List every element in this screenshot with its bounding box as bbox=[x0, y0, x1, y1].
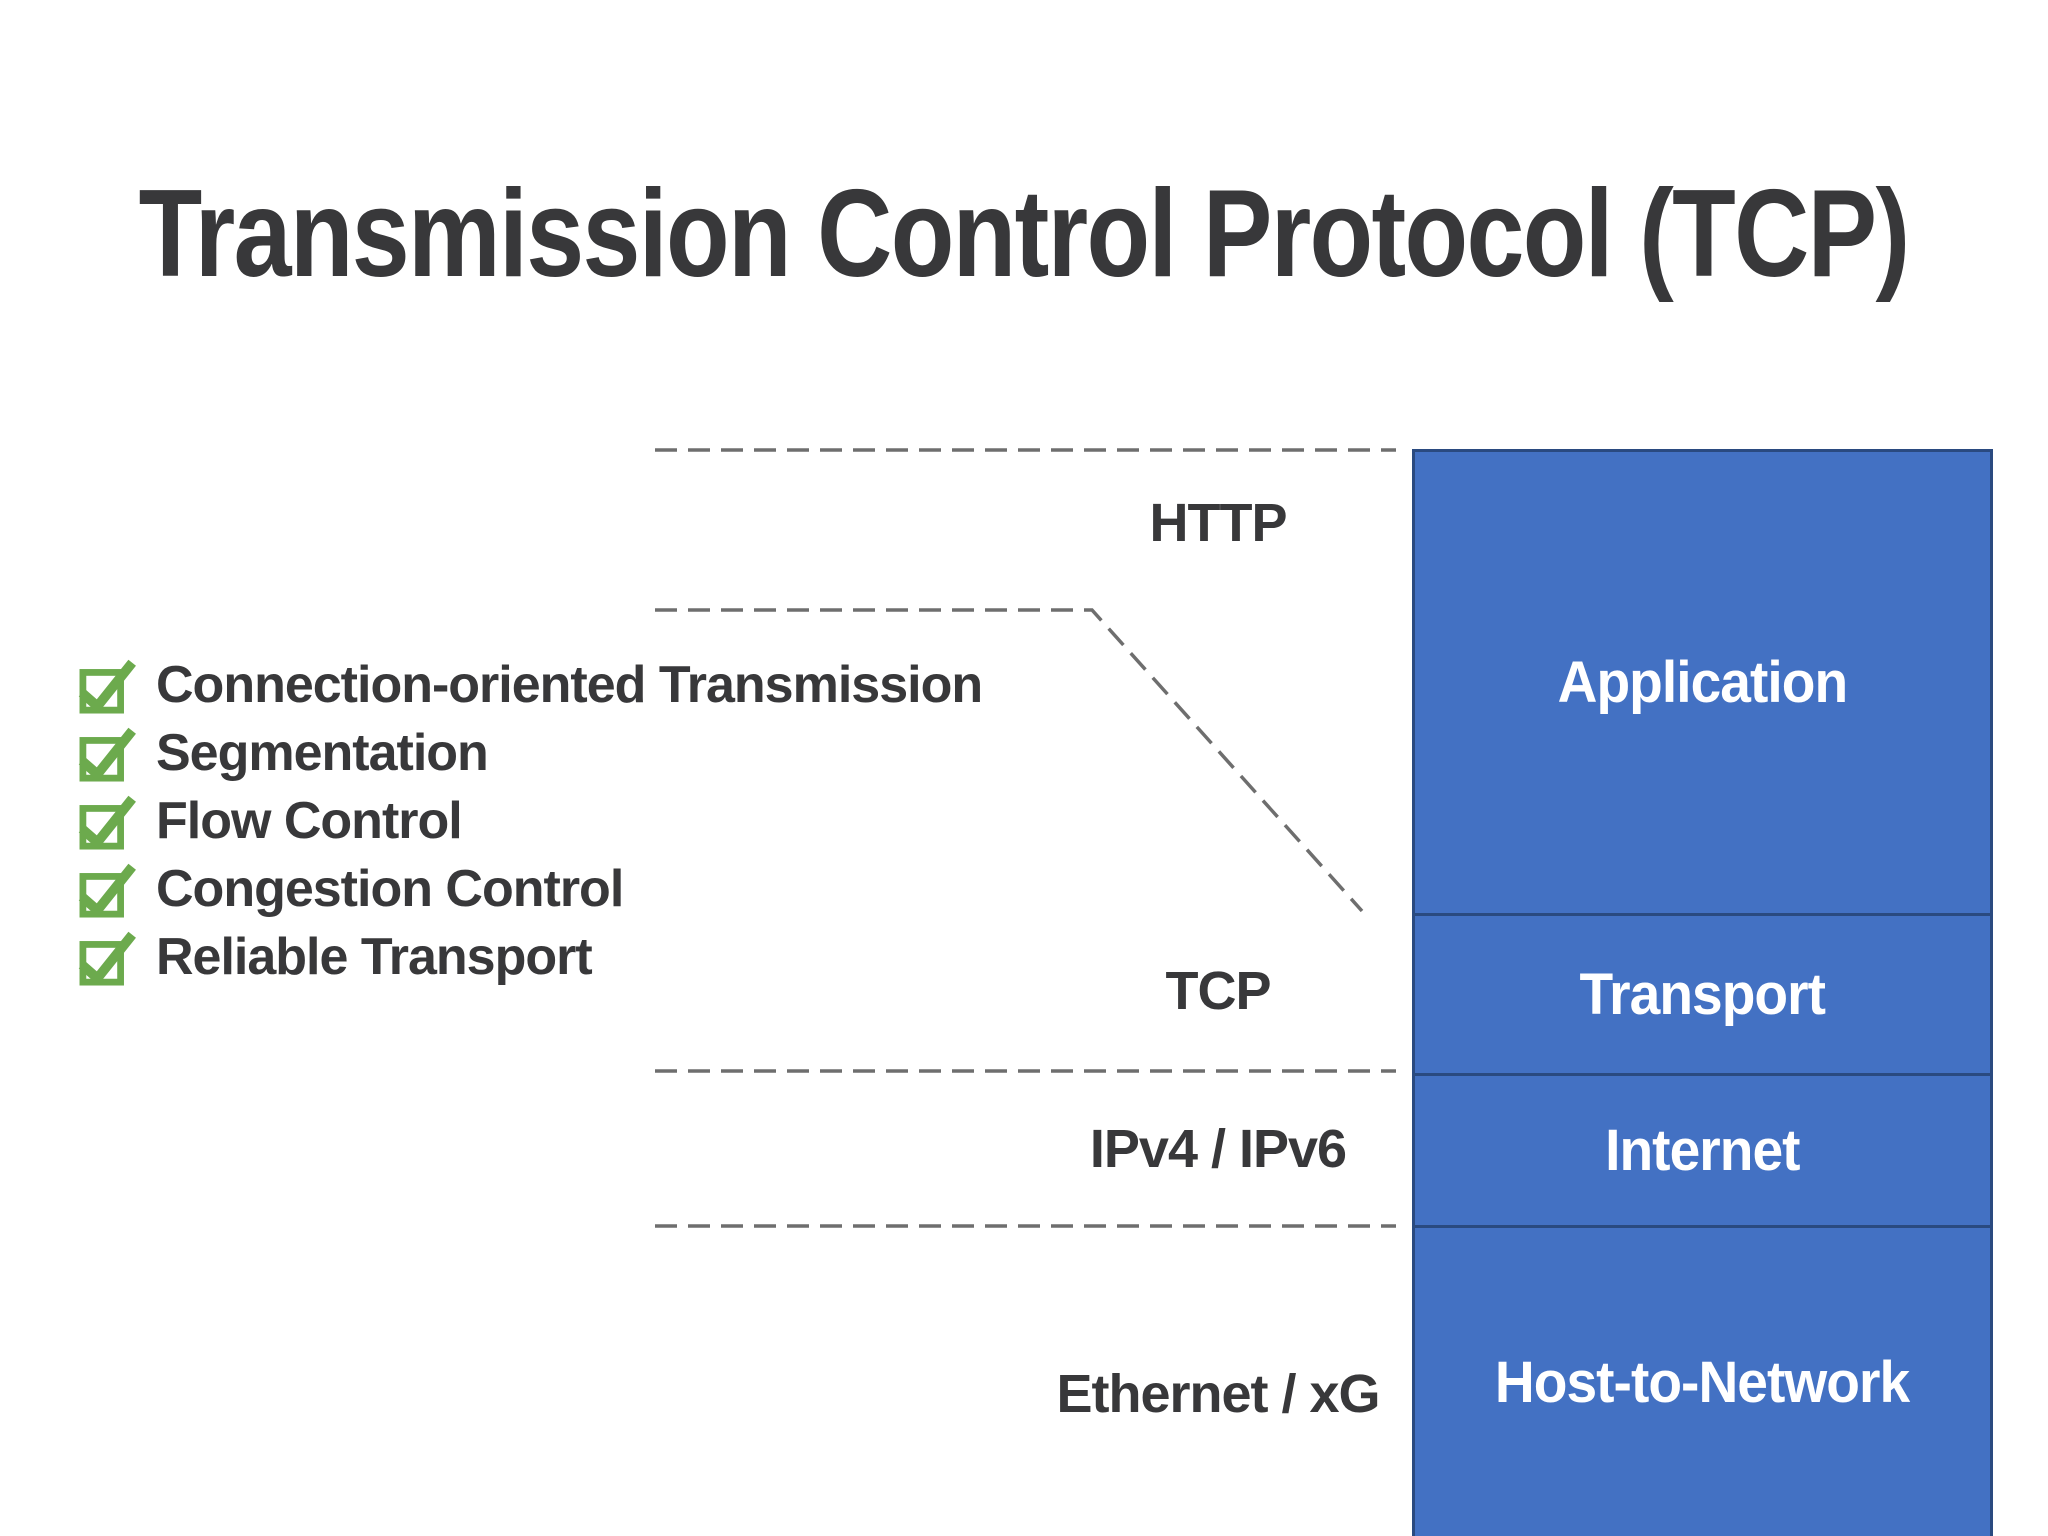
checklist-item-label: Segmentation bbox=[156, 724, 489, 782]
protocol-label-tcp: TCP bbox=[1165, 961, 1272, 1021]
checklist-item: Reliable Transport bbox=[78, 923, 1078, 991]
protocol-label-http: HTTP bbox=[1149, 493, 1288, 553]
checklist-item-label: Reliable Transport bbox=[156, 928, 593, 986]
protocol-label-ethernet-xg: Ethernet / xG bbox=[1056, 1364, 1380, 1424]
checked-checkbox-icon bbox=[78, 727, 136, 782]
stack-layer-application: Application bbox=[1415, 452, 1990, 913]
stack-layer-internet: Internet bbox=[1415, 1073, 1990, 1225]
checklist-item: Congestion Control bbox=[78, 855, 1078, 923]
checked-checkbox-icon bbox=[78, 795, 136, 850]
checklist-item: Flow Control bbox=[78, 787, 1078, 855]
stack-layer-label: Transport bbox=[1579, 962, 1827, 1027]
checked-checkbox-icon bbox=[78, 863, 136, 918]
stack-layer-label: Host-to-Network bbox=[1495, 1349, 1910, 1415]
checklist-item-label: Connection-oriented Transmission bbox=[156, 656, 983, 714]
checklist-item-label: Flow Control bbox=[156, 792, 463, 850]
checklist-item-label: Congestion Control bbox=[156, 860, 624, 918]
protocol-label-ipv4-ipv6: IPv4 / IPv6 bbox=[1089, 1119, 1347, 1179]
stack-layer-host-to-network: Host-to-Network bbox=[1415, 1225, 1990, 1536]
stack-layer-label: Application bbox=[1557, 650, 1848, 715]
stack-layer-label: Internet bbox=[1605, 1118, 1800, 1183]
checklist-item: Connection-oriented Transmission bbox=[78, 651, 1078, 719]
checked-checkbox-icon bbox=[78, 931, 136, 986]
stack-layer-transport: Transport bbox=[1415, 913, 1990, 1073]
checked-checkbox-icon bbox=[78, 659, 136, 714]
checklist: Connection-oriented Transmission Segment… bbox=[78, 651, 1078, 991]
protocol-stack: Application Transport Internet Host-to-N… bbox=[1412, 449, 1993, 1536]
page-title: Transmission Control Protocol (TCP) bbox=[139, 165, 1911, 303]
checklist-item: Segmentation bbox=[78, 719, 1078, 787]
